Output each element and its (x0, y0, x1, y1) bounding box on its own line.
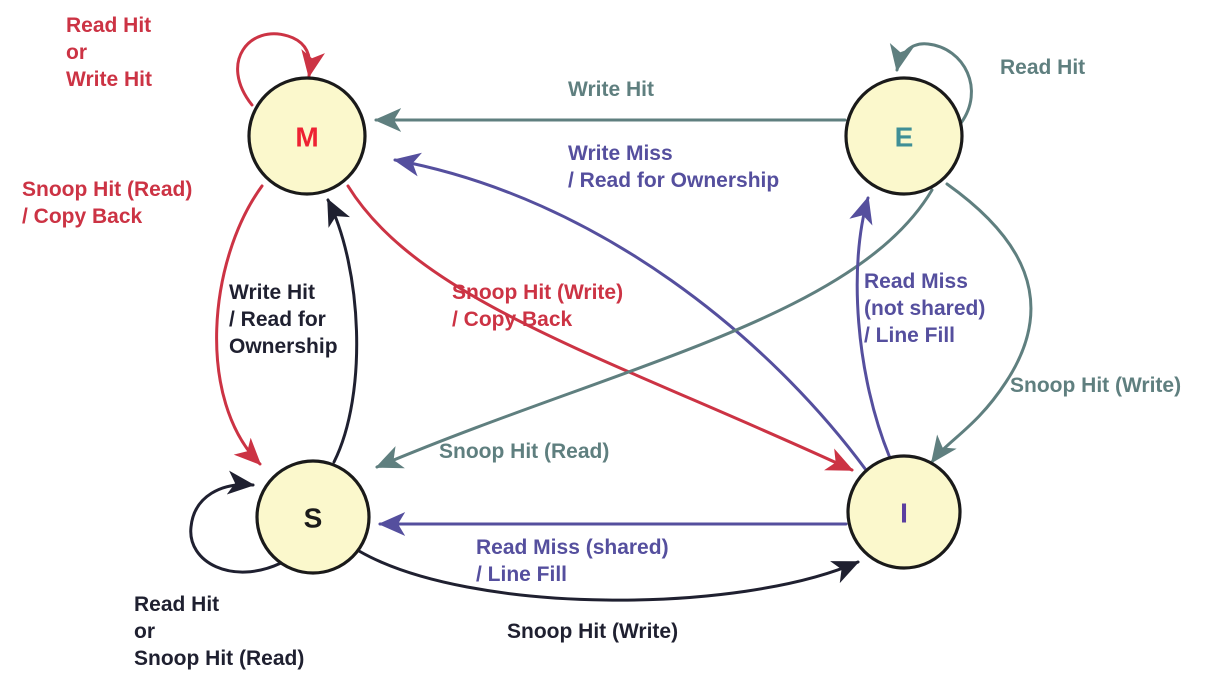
label-m-to-i: Snoop Hit (Write) / Copy Back (452, 281, 623, 331)
node-m-label: M (295, 122, 318, 153)
label-e-to-s-line-0: Snoop Hit (Read) (439, 440, 609, 463)
label-i-to-m: Write Miss / Read for Ownership (568, 142, 779, 192)
label-i-to-s: Read Miss (shared) / Line Fill (476, 536, 669, 586)
edge-i-to-m (393, 152, 868, 472)
label-m-to-s-line-1: / Copy Back (22, 205, 143, 228)
label-s-to-m-line-1: / Read for (229, 308, 326, 331)
label-e-to-m: Write Hit (568, 78, 654, 101)
label-i-to-e: Read Miss (not shared) / Line Fill (864, 270, 985, 347)
edge-m-self (236, 32, 325, 107)
edge-e-self (889, 42, 973, 125)
node-s[interactable]: S (255, 459, 371, 575)
label-e-self-line-0: Read Hit (1000, 56, 1085, 79)
label-s-self-line-1: or (134, 620, 155, 643)
label-i-to-s-line-1: / Line Fill (476, 563, 567, 586)
node-s-circle[interactable] (255, 459, 371, 575)
label-e-to-i-line-0: Snoop Hit (Write) (1010, 374, 1181, 397)
label-e-to-s: Snoop Hit (Read) (439, 440, 609, 463)
label-m-self-line-2: Write Hit (66, 68, 152, 91)
label-i-to-m-line-0: Write Miss (568, 142, 673, 165)
label-s-to-i: Snoop Hit (Write) (507, 620, 678, 643)
node-m[interactable]: M (247, 76, 367, 196)
edge-s-self (189, 470, 283, 574)
label-m-to-s: Snoop Hit (Read) / Copy Back (22, 178, 192, 228)
edge-e-to-i (930, 182, 1033, 464)
node-m-circle[interactable] (247, 76, 367, 196)
label-i-to-s-line-0: Read Miss (shared) (476, 536, 669, 559)
label-m-to-s-line-0: Snoop Hit (Read) (22, 178, 192, 201)
node-e[interactable]: E (844, 76, 964, 196)
label-e-to-i: Snoop Hit (Write) (1010, 374, 1181, 397)
label-s-self-line-0: Read Hit (134, 593, 219, 616)
label-m-to-i-line-1: / Copy Back (452, 308, 573, 331)
node-i[interactable]: I (846, 454, 962, 570)
label-s-to-i-line-0: Snoop Hit (Write) (507, 620, 678, 643)
node-e-label: E (895, 122, 914, 153)
node-s-label: S (304, 503, 323, 534)
edge-m-to-i (346, 184, 854, 472)
node-i-circle[interactable] (846, 454, 962, 570)
label-i-to-e-line-1: (not shared) (864, 297, 985, 320)
label-s-self: Read Hit or Snoop Hit (Read) (134, 593, 304, 670)
label-m-self-line-1: or (66, 41, 87, 64)
label-i-to-e-line-0: Read Miss (864, 270, 968, 293)
edge-m-to-s (215, 184, 264, 466)
edge-s-to-i (357, 549, 860, 602)
edge-e-to-s (375, 188, 934, 469)
edge-s-to-m (326, 198, 359, 464)
label-i-to-e-line-2: / Line Fill (864, 324, 955, 347)
node-i-label: I (900, 498, 908, 529)
label-m-self-line-0: Read Hit (66, 14, 151, 37)
label-m-to-i-line-0: Snoop Hit (Write) (452, 281, 623, 304)
node-e-circle[interactable] (844, 76, 964, 196)
label-s-to-m: Write Hit / Read for Ownership (229, 281, 338, 358)
label-e-to-m-line-0: Write Hit (568, 78, 654, 101)
label-i-to-m-line-1: / Read for Ownership (568, 169, 779, 192)
label-m-self: Read Hit or Write Hit (66, 14, 152, 91)
label-s-to-m-line-0: Write Hit (229, 281, 315, 304)
label-e-self: Read Hit (1000, 56, 1085, 79)
edge-i-to-e (849, 196, 892, 460)
label-s-self-line-2: Snoop Hit (Read) (134, 647, 304, 670)
label-s-to-m-line-2: Ownership (229, 335, 338, 358)
